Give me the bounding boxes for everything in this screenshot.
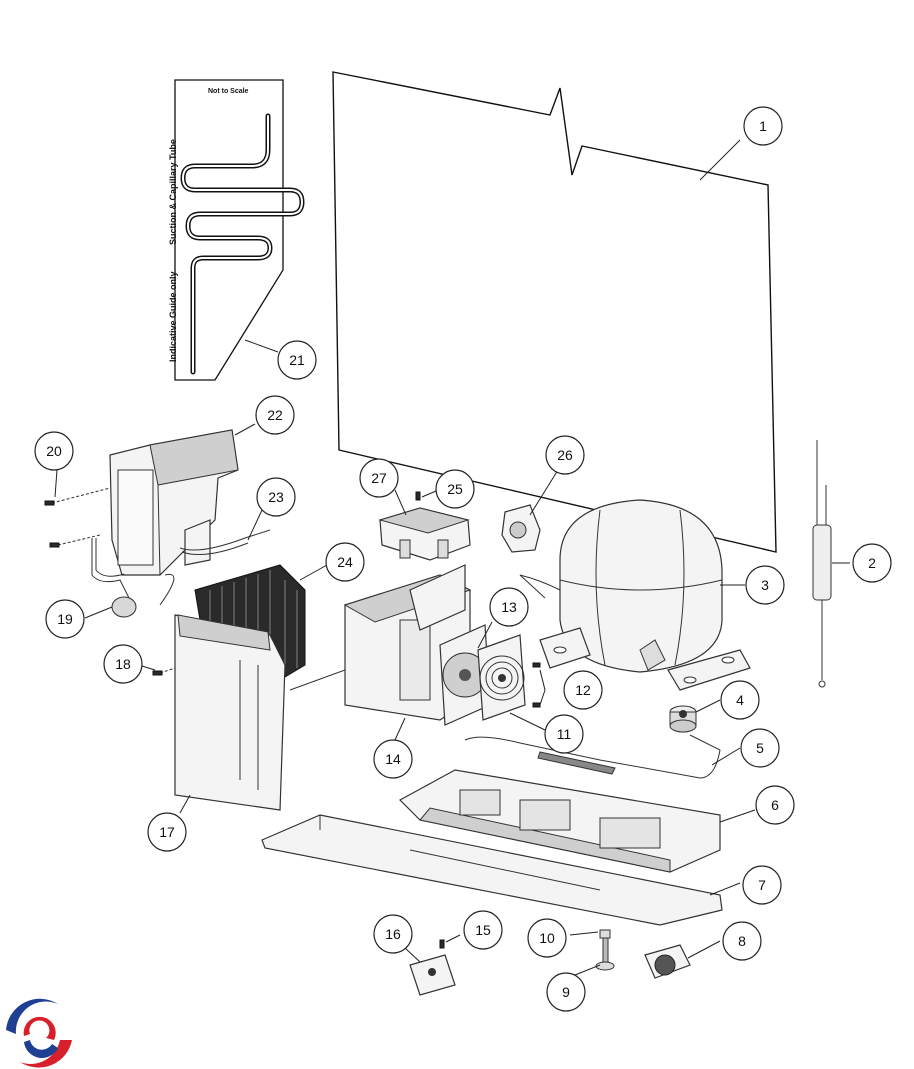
callout-3: 3: [745, 565, 785, 605]
callout-22: 22: [255, 395, 295, 435]
svg-text:13: 13: [501, 599, 517, 615]
callout-14: 14: [373, 739, 413, 779]
filter-drier: [812, 440, 832, 688]
callout-1: 1: [743, 106, 783, 146]
guide-tube-label: Suction & Capillary Tube: [168, 139, 178, 245]
air-duct: [174, 614, 286, 811]
callout-8: 8: [722, 921, 762, 961]
brand-logo-icon: [6, 998, 72, 1068]
svg-text:9: 9: [562, 984, 570, 1000]
wire-harness: [179, 529, 271, 556]
svg-text:6: 6: [771, 797, 779, 813]
start-relay: [501, 504, 541, 553]
svg-text:23: 23: [268, 489, 284, 505]
callout-25: 25: [435, 469, 475, 509]
svg-text:5: 5: [756, 740, 764, 756]
svg-text:19: 19: [57, 611, 73, 627]
svg-text:24: 24: [337, 554, 353, 570]
callout-19: 19: [45, 599, 85, 639]
svg-text:15: 15: [475, 922, 491, 938]
svg-text:16: 16: [385, 926, 401, 942]
fan-screws: [532, 662, 541, 708]
control-box: [109, 429, 239, 576]
svg-text:17: 17: [159, 824, 175, 840]
callout-26: 26: [545, 435, 585, 475]
castor-wheel: [644, 944, 691, 979]
svg-text:8: 8: [738, 933, 746, 949]
svg-text:3: 3: [761, 577, 769, 593]
svg-text:21: 21: [289, 352, 305, 368]
guide-indicative-label: Indicative Guide only: [168, 271, 178, 362]
callout-17: 17: [147, 812, 187, 852]
svg-text:1: 1: [759, 118, 767, 134]
svg-text:7: 7: [758, 877, 766, 893]
svg-text:18: 18: [115, 656, 131, 672]
svg-text:4: 4: [736, 692, 744, 708]
callout-24: 24: [325, 542, 365, 582]
callout-27: 27: [359, 458, 399, 498]
svg-text:11: 11: [557, 726, 572, 742]
callout-5: 5: [740, 728, 780, 768]
base-plate: [261, 814, 723, 926]
svg-text:26: 26: [557, 447, 573, 463]
callout-18: 18: [103, 644, 143, 684]
callout-6: 6: [755, 785, 795, 825]
svg-text:20: 20: [46, 443, 62, 459]
guide-scale-note: Not to Scale: [208, 88, 249, 95]
logo-blue-arc: [6, 998, 58, 1034]
svg-text:25: 25: [447, 481, 463, 497]
callout-16: 16: [373, 914, 413, 954]
fan-guard: [477, 634, 526, 721]
svg-text:27: 27: [371, 470, 387, 486]
callout-15: 15: [463, 910, 503, 950]
tube-guide: Not to Scale Suction & Capillary Tube In…: [168, 79, 305, 381]
callout-10: 10: [527, 918, 567, 958]
svg-text:12: 12: [575, 682, 591, 698]
cabinet-panel: [332, 71, 777, 553]
logo-red-arc: [20, 1040, 72, 1068]
base-tray: [399, 769, 721, 873]
svg-text:22: 22: [267, 407, 283, 423]
callout-7: 7: [742, 865, 782, 905]
callout-21: 21: [277, 340, 317, 380]
callout-23: 23: [256, 477, 296, 517]
relay-cover: [378, 491, 471, 561]
svg-text:14: 14: [385, 751, 401, 767]
callout-9: 9: [546, 972, 586, 1012]
heater-element: [91, 538, 137, 618]
callout-2: 2: [852, 543, 892, 583]
callout-20: 20: [34, 431, 74, 471]
drain-tube: [464, 734, 721, 779]
callout-11: 11: [544, 714, 584, 754]
leveling-foot: [595, 929, 615, 971]
callout-13: 13: [489, 587, 529, 627]
svg-text:10: 10: [539, 930, 555, 946]
callout-12: 12: [563, 670, 603, 710]
callout-4: 4: [720, 680, 760, 720]
grommet: [669, 705, 697, 733]
leader-lines: [54, 139, 850, 976]
svg-text:2: 2: [868, 555, 876, 571]
mounting-bracket: [409, 939, 456, 996]
compressor: [519, 499, 751, 691]
